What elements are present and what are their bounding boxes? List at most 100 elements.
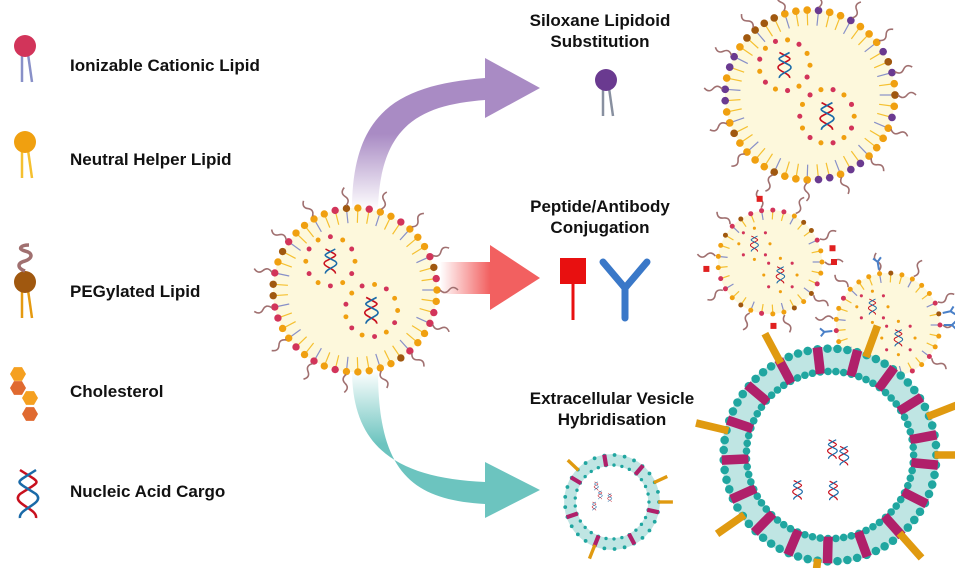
outer-head xyxy=(744,519,754,529)
lipid-tail xyxy=(419,307,433,313)
inner-lipid-head xyxy=(785,88,791,94)
title-line: Substitution xyxy=(550,32,650,51)
lipid-head xyxy=(814,6,823,15)
legend-label-peg: PEGylated Lipid xyxy=(70,282,201,301)
strand xyxy=(363,296,378,324)
inner-head xyxy=(627,467,631,472)
inner-lipid-head xyxy=(885,348,889,352)
lipid-head xyxy=(909,276,915,282)
lipid-head xyxy=(736,43,744,51)
strand xyxy=(893,329,903,347)
inner-head xyxy=(744,470,753,479)
inner-head xyxy=(747,478,755,486)
strand xyxy=(323,248,337,274)
strand xyxy=(598,490,603,500)
peg-chain xyxy=(707,289,724,301)
peg-chain xyxy=(812,295,829,307)
cholesterol-icon xyxy=(10,367,38,421)
lipid-head xyxy=(818,270,824,276)
lipid-head xyxy=(354,368,362,376)
lipid-head xyxy=(791,213,797,219)
small-ev-hybrid xyxy=(563,453,673,560)
outer-head xyxy=(728,407,738,416)
antibody-ligand xyxy=(819,327,833,337)
surface-protein xyxy=(925,401,955,421)
peg-chain xyxy=(765,174,774,192)
strand xyxy=(597,490,603,500)
peptide-lnp xyxy=(696,189,844,333)
inner-lipid-head xyxy=(768,242,772,246)
inner-lipid-head xyxy=(763,231,767,235)
lipid-tail xyxy=(761,303,764,312)
lipid-tail xyxy=(416,316,429,324)
lipid-tail xyxy=(276,272,290,277)
inner-lipid-head xyxy=(383,329,389,335)
peg-chain xyxy=(878,28,894,42)
peg-chain xyxy=(834,274,849,288)
cargo-dna xyxy=(749,235,759,252)
inner-lipid-head xyxy=(790,285,794,289)
lipid-tail xyxy=(366,211,370,224)
lipid-head xyxy=(919,282,925,288)
lipid-head xyxy=(736,139,744,147)
ring xyxy=(10,367,26,381)
lipid-head xyxy=(872,143,881,152)
lipid-head xyxy=(833,316,839,322)
lipid-tail xyxy=(735,57,749,65)
lipid-tail xyxy=(764,24,774,37)
membrane-protein xyxy=(896,393,925,416)
inner-head xyxy=(779,381,788,390)
inner-head xyxy=(816,534,825,542)
core xyxy=(273,208,437,372)
inner-head xyxy=(762,505,771,513)
lipid-head xyxy=(743,34,751,42)
inner-head xyxy=(753,492,762,501)
lipid-tail xyxy=(873,121,887,128)
peg-chain xyxy=(803,182,810,202)
arrow-peptide xyxy=(440,245,540,310)
dna-icon xyxy=(16,468,40,519)
lipid-tail xyxy=(811,270,819,274)
lipid-tail xyxy=(406,238,417,248)
inner-head xyxy=(808,532,817,541)
inner-head xyxy=(573,504,577,508)
lipid-head xyxy=(365,205,373,213)
inner-lipid-head xyxy=(737,242,741,246)
peg-chain xyxy=(819,229,837,241)
lipid-tail xyxy=(929,333,937,337)
lipid-tail xyxy=(416,256,429,264)
strand xyxy=(365,296,379,324)
inner-head xyxy=(634,528,638,532)
lipid-tail xyxy=(289,242,301,251)
inner-head xyxy=(900,413,909,422)
antibody-shape xyxy=(599,258,651,322)
inner-head xyxy=(908,466,916,475)
lipid-tail xyxy=(858,34,869,46)
lipid-head xyxy=(310,215,318,223)
lipid-tail xyxy=(731,67,745,73)
lipid-head xyxy=(781,309,787,315)
lipid-head xyxy=(759,310,765,316)
lipid-head xyxy=(342,204,351,213)
inner-head xyxy=(903,481,912,490)
legend-label-cargo: Nucleic Acid Cargo xyxy=(70,482,226,501)
lipid-tail xyxy=(864,137,876,147)
membrane-protein xyxy=(880,512,906,540)
lipid-tail xyxy=(314,220,322,233)
lipid-head xyxy=(748,307,754,313)
outer-head xyxy=(823,344,832,353)
membrane-protein xyxy=(910,457,939,470)
inner-lipid-head xyxy=(785,37,791,43)
lipid-tail xyxy=(305,226,315,238)
lipid-head xyxy=(397,218,405,226)
inner-head xyxy=(773,516,782,524)
inner-head xyxy=(832,367,840,376)
inner-head xyxy=(801,530,809,539)
lipid-head xyxy=(397,354,405,362)
lipid-head xyxy=(791,305,797,311)
lipid-tail xyxy=(915,357,921,364)
lipid-head xyxy=(730,129,738,138)
antibody-icon xyxy=(599,258,651,322)
lipid-head xyxy=(751,26,759,34)
